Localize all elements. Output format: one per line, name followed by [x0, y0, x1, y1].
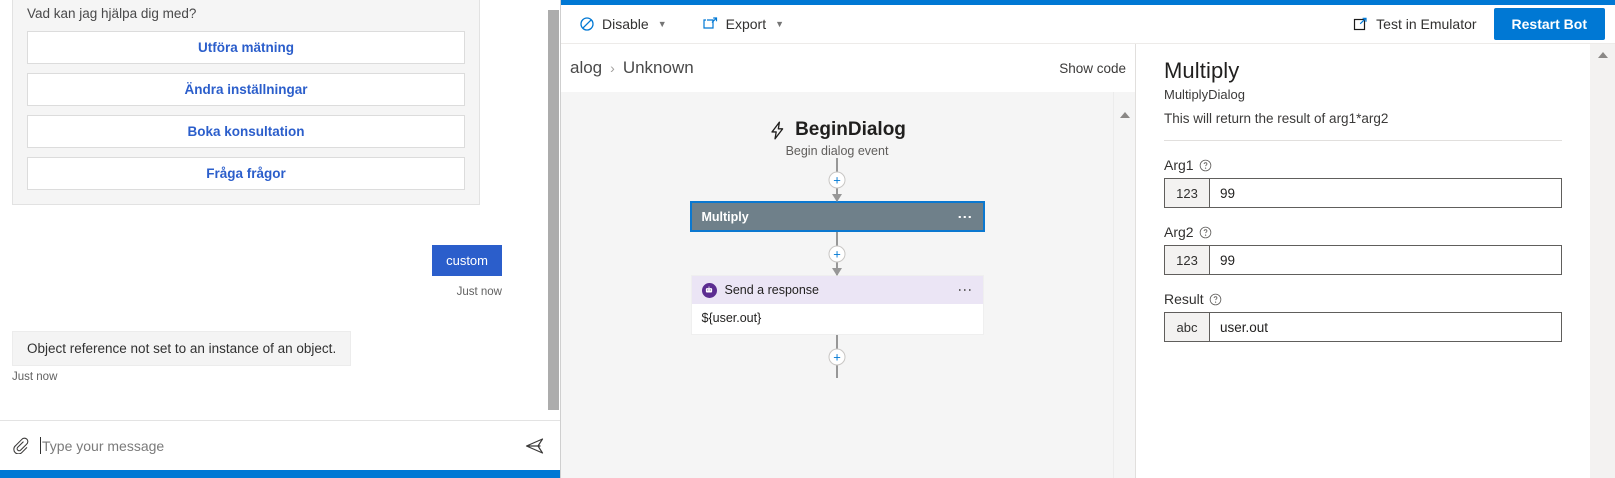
add-node-button[interactable]: +: [828, 171, 846, 188]
toolbar-export-button[interactable]: Export ▼: [694, 8, 793, 40]
edge-arrow-icon: [832, 194, 842, 202]
property-panel: Multiply MultiplyDialog This will return…: [1135, 44, 1615, 478]
external-link-icon: [703, 16, 719, 32]
add-node-button[interactable]: +: [828, 348, 846, 365]
trigger-node[interactable]: BeginDialog Begin dialog event: [561, 92, 1113, 158]
chat-scrollbar[interactable]: [548, 10, 559, 410]
field-arg2-type-prefix[interactable]: 123: [1164, 245, 1210, 275]
hero-button-fraga-fragor[interactable]: Fråga frågor: [27, 157, 465, 190]
field-arg2-label: Arg2: [1164, 224, 1194, 240]
flow-node-send-response[interactable]: Send a response ⋮ ${user.out}: [690, 275, 984, 335]
property-panel-content: Multiply MultiplyDialog This will return…: [1136, 44, 1590, 478]
hero-card-prompt: Vad kan jag hjälpa dig med?: [27, 6, 197, 21]
field-result: Result abc user.out: [1164, 291, 1562, 342]
chat-input-bar: Type your message: [0, 420, 560, 470]
field-arg1-label: Arg1: [1164, 157, 1194, 173]
breadcrumb-separator-icon: ›: [610, 60, 615, 76]
panel-subtitle: MultiplyDialog: [1164, 87, 1245, 102]
field-arg1-label-row: Arg1: [1164, 157, 1562, 173]
toolbar-disable-label: Disable: [602, 16, 649, 32]
restart-bot-button[interactable]: Restart Bot: [1493, 8, 1605, 40]
dialog-canvas[interactable]: BeginDialog Begin dialog event + Multipl…: [560, 92, 1135, 478]
app-accent-strip: [560, 0, 1615, 5]
breadcrumb: alog › Unknown: [570, 58, 694, 78]
help-circle-icon[interactable]: [1199, 226, 1212, 239]
user-message-timestamp: Just now: [456, 286, 502, 298]
more-vertical-icon[interactable]: ⋮: [957, 209, 974, 224]
chat-input-placeholder: Type your message: [42, 437, 165, 454]
flow-edge: +: [561, 232, 1113, 276]
flow-node-multiply[interactable]: Multiply ⋮: [689, 201, 985, 232]
chevron-down-icon: ▼: [657, 19, 667, 29]
more-vertical-icon[interactable]: ⋮: [957, 283, 974, 297]
breadcrumb-current[interactable]: Unknown: [622, 58, 694, 77]
field-arg1: Arg1 123 99: [1164, 157, 1562, 208]
help-circle-icon[interactable]: [1199, 159, 1212, 172]
canvas-scrollbar[interactable]: [1113, 92, 1135, 478]
add-node-button[interactable]: +: [828, 245, 846, 262]
bot-message-bubble: Object reference not set to an instance …: [12, 331, 352, 366]
chat-transcript[interactable]: Vad kan jag hjälpa dig med? Utföra mätni…: [0, 0, 560, 420]
field-arg2-value[interactable]: 99: [1210, 245, 1562, 275]
field-arg1-value[interactable]: 99: [1210, 178, 1562, 208]
scroll-up-arrow-icon[interactable]: [1597, 52, 1608, 58]
paperclip-icon[interactable]: [0, 437, 40, 454]
breadcrumb-parent[interactable]: alog: [570, 58, 603, 77]
block-icon: [579, 16, 595, 32]
toolbar-disable-button[interactable]: Disable ▼: [570, 8, 676, 40]
flow-node-send-response-body: ${user.out}: [701, 311, 762, 325]
field-arg2: Arg2 123 99: [1164, 224, 1562, 275]
chevron-down-icon: ▼: [775, 19, 785, 29]
field-arg2-input[interactable]: 123 99: [1164, 245, 1562, 275]
bot-message-timestamp: Just now: [12, 371, 58, 383]
webchat-panel: Vad kan jag hjälpa dig med? Utföra mätni…: [0, 0, 561, 478]
chat-message-input[interactable]: Type your message: [40, 437, 512, 454]
flow-edge: +: [561, 335, 1113, 378]
chat-accent-strip: [0, 470, 560, 478]
hero-card: Vad kan jag hjälpa dig med? Utföra mätni…: [12, 0, 480, 205]
panel-title: Multiply: [1164, 58, 1240, 83]
dialog-flow: BeginDialog Begin dialog event + Multipl…: [561, 92, 1113, 478]
trigger-title-row: BeginDialog: [561, 119, 1113, 141]
test-in-emulator-button[interactable]: Test in Emulator: [1344, 8, 1485, 40]
bot-icon: [701, 282, 717, 298]
toolbar-export-label: Export: [725, 16, 767, 32]
flow-node-multiply-label: Multiply: [701, 209, 749, 224]
hero-button-utfora-matning[interactable]: Utföra mätning: [27, 31, 465, 64]
trigger-title: BeginDialog: [795, 119, 906, 140]
panel-description: This will return the result of arg1*arg2: [1164, 111, 1389, 126]
trigger-subtitle: Begin dialog event: [785, 144, 889, 158]
field-result-input[interactable]: abc user.out: [1164, 312, 1562, 342]
send-icon[interactable]: [512, 434, 560, 458]
lightning-bolt-icon: [768, 121, 787, 140]
flow-node-send-response-label: Send a response: [724, 283, 820, 297]
breadcrumb-row: alog › Unknown Show code: [560, 44, 1140, 92]
scroll-up-arrow-icon[interactable]: [1119, 112, 1130, 118]
help-circle-icon[interactable]: [1209, 293, 1222, 306]
field-result-value[interactable]: user.out: [1210, 312, 1562, 342]
external-link-icon: [1353, 16, 1369, 32]
field-result-type-prefix[interactable]: abc: [1164, 312, 1210, 342]
field-result-label: Result: [1164, 291, 1204, 307]
flow-node-send-response-header: Send a response ⋮: [691, 276, 983, 304]
panel-scrollbar[interactable]: [1590, 44, 1615, 478]
toolbar: Disable ▼ Export ▼ Test in Emulator Rest…: [560, 5, 1615, 44]
show-code-link[interactable]: Show code: [1059, 60, 1126, 76]
field-result-label-row: Result: [1164, 291, 1562, 307]
user-message-bubble: custom: [432, 245, 502, 276]
hero-button-andra-installningar[interactable]: Ändra inställningar: [27, 73, 465, 106]
text-caret: [40, 437, 41, 454]
edge-arrow-icon: [832, 268, 842, 276]
field-arg1-type-prefix[interactable]: 123: [1164, 178, 1210, 208]
field-arg1-input[interactable]: 123 99: [1164, 178, 1562, 208]
hero-button-boka-konsultation[interactable]: Boka konsultation: [27, 115, 465, 148]
panel-divider: [1164, 140, 1562, 141]
test-in-emulator-label: Test in Emulator: [1376, 16, 1477, 32]
flow-edge: +: [561, 158, 1113, 202]
field-arg2-label-row: Arg2: [1164, 224, 1562, 240]
